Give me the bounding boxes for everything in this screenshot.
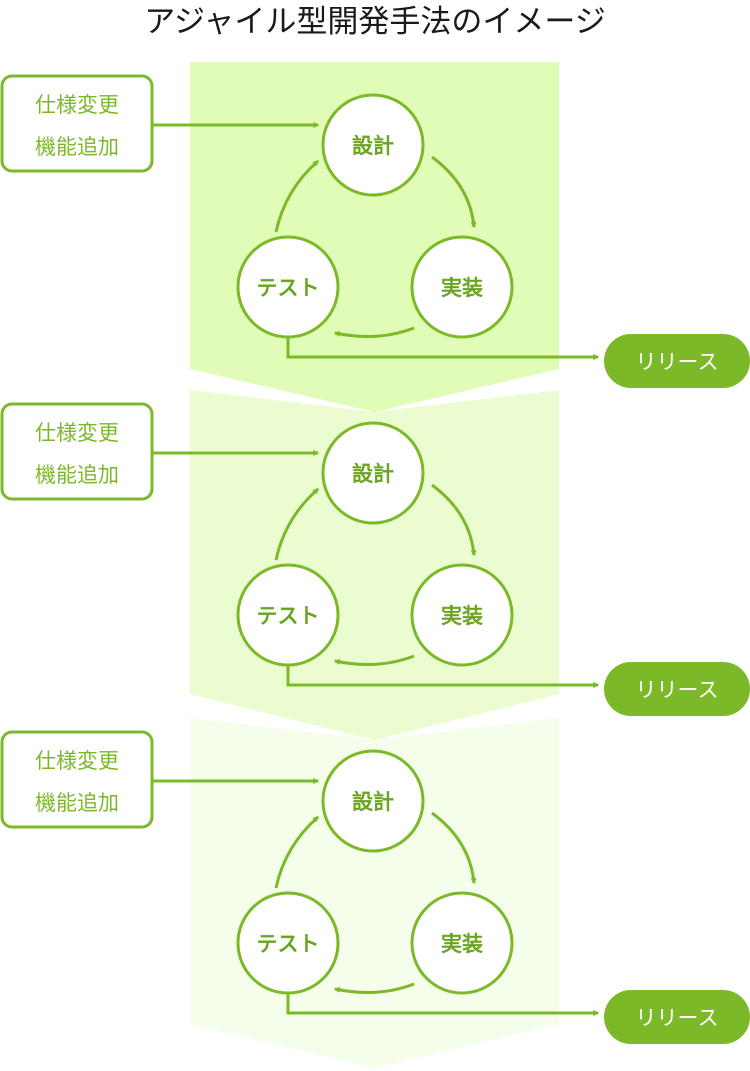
cycle-arrow-test-to-design xyxy=(274,159,319,233)
cycle-arrow-implement-to-test xyxy=(333,326,415,339)
node-implement xyxy=(410,235,514,339)
cycle-arrow-design-to-implement xyxy=(431,483,477,557)
cycle-arrow-implement-to-test xyxy=(333,654,415,667)
node-test-label: テスト xyxy=(257,276,320,300)
change-request-line-2: 機能追加 xyxy=(35,463,119,487)
node-test-label: テスト xyxy=(257,604,320,628)
node-test xyxy=(236,563,340,667)
cycle-arrow-design-to-implement xyxy=(431,811,477,885)
node-implement-label: 実装 xyxy=(441,604,483,628)
iteration-1: 仕様変更 機能追加 設計 実装 テスト リリース xyxy=(0,62,750,412)
node-design xyxy=(321,93,425,197)
release-pill xyxy=(604,334,750,388)
change-request-line-1: 仕様変更 xyxy=(35,749,119,773)
change-request-line-1: 仕様変更 xyxy=(35,93,119,117)
node-design xyxy=(321,749,425,853)
node-design-label: 設計 xyxy=(352,462,394,486)
change-request-line-1: 仕様変更 xyxy=(35,421,119,445)
diagram-title: アジャイル型開発手法のイメージ xyxy=(144,4,606,40)
node-test xyxy=(236,891,340,995)
node-design-label: 設計 xyxy=(352,790,394,814)
change-request-line-2: 機能追加 xyxy=(35,135,119,159)
node-implement xyxy=(410,563,514,667)
node-test-label: テスト xyxy=(257,932,320,956)
iteration-3: 仕様変更 機能追加 設計 実装 テスト リリース xyxy=(0,718,750,1068)
cycle-arrow-implement-to-test xyxy=(333,982,415,995)
change-request-line-2: 機能追加 xyxy=(35,791,119,815)
release-label: リリース xyxy=(636,350,719,374)
release-arrow xyxy=(286,664,600,688)
node-test xyxy=(236,235,340,339)
release-pill xyxy=(604,990,750,1044)
cycle-arrow-test-to-design xyxy=(274,487,319,561)
node-implement xyxy=(410,891,514,995)
cycle-arrow-test-to-design xyxy=(274,815,319,889)
cycle-arrow-design-to-implement xyxy=(431,155,477,229)
node-design-label: 設計 xyxy=(352,134,394,158)
node-implement-label: 実装 xyxy=(441,276,483,300)
node-design xyxy=(321,421,425,525)
node-implement-label: 実装 xyxy=(441,932,483,956)
release-arrow xyxy=(286,336,600,360)
release-arrow xyxy=(286,992,600,1016)
iteration-2: 仕様変更 機能追加 設計 実装 テスト リリース xyxy=(0,390,750,740)
release-pill xyxy=(604,662,750,716)
release-label: リリース xyxy=(636,678,719,702)
release-label: リリース xyxy=(636,1006,719,1030)
